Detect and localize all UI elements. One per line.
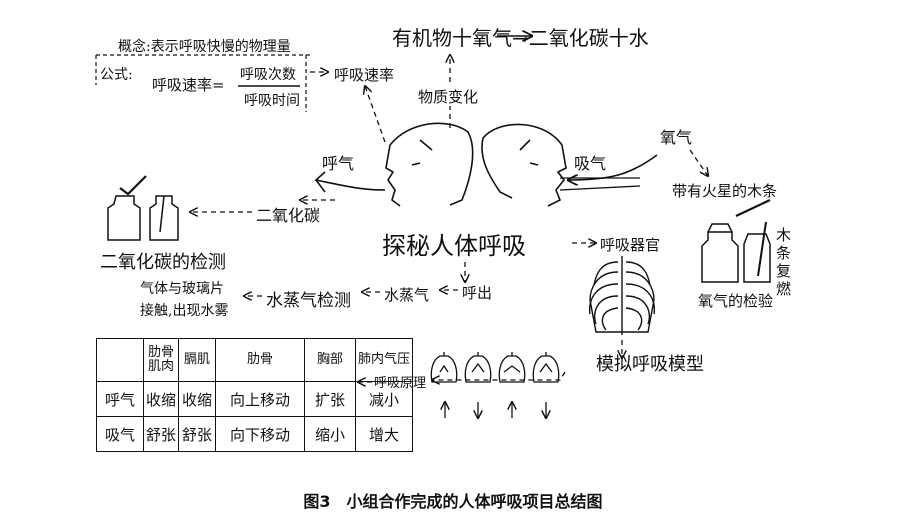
bell-jar-models-icon (430, 352, 560, 383)
water-vapor-test-label: 水蒸气检测 (266, 291, 351, 311)
arrow-model-to-principle (432, 371, 566, 380)
table-cell: 缩小 (304, 416, 356, 452)
concept-label: 概念:表示呼吸快慢的物理量 (118, 39, 291, 55)
exhaling-face-icon (385, 122, 474, 207)
table-row: 呼气 收缩 收缩 向上移动 扩张 减小 (96, 381, 413, 417)
arrow-exhale-stream (314, 171, 386, 193)
table-cell: 收缩 (178, 381, 216, 417)
table-header-cell: 肋骨 (215, 338, 305, 382)
oxygen-label: 氧气 (660, 128, 693, 147)
glowing-stick-label: 带有火星的木条 (672, 182, 778, 200)
table-cell: 增大 (355, 416, 413, 452)
table-header-cell: 肋骨肌肉 (143, 338, 179, 382)
table-header-row: 肋骨肌肉 膈肌 肋骨 胸部 肺内气压 (96, 338, 413, 382)
diaphragm-arrows (445, 402, 546, 418)
model-label: 模拟呼吸模型 (596, 354, 704, 375)
arrow-oxygen-to-stick (689, 149, 708, 176)
stick-relight-label: 木条复燃 (776, 226, 792, 298)
material-change-label: 物质变化 (418, 88, 479, 106)
formula-label: 公式: (100, 67, 133, 83)
center-title: 探秘人体呼吸 (382, 232, 526, 260)
glass-result-line2: 接触,出现水雾 (140, 303, 229, 319)
co2-test-bottles-icon (107, 175, 179, 241)
water-vapor-label: 水蒸气 (384, 286, 430, 304)
concept-box (95, 54, 310, 112)
co2-test-label: 二氧化碳的检测 (100, 252, 226, 273)
ribcage-icon (588, 256, 656, 335)
inhaling-face-icon (481, 123, 567, 207)
glass-result-line1: 气体与玻璃片 (140, 281, 224, 297)
table-cell: 向下移动 (215, 416, 305, 452)
table-cell: 向上移动 (215, 381, 305, 417)
co2-label: 二氧化碳 (256, 206, 321, 225)
arrow-to-formula (365, 86, 386, 143)
formula-result: 呼吸速率 (334, 66, 395, 84)
table-header-cell: 膈肌 (178, 338, 216, 382)
formula-numerator: 呼吸次数 (240, 67, 296, 83)
table-cell: 呼气 (96, 381, 144, 417)
oxygen-test-label: 氧气的检验 (698, 292, 774, 310)
arrow-oxygen-in (568, 154, 658, 180)
inhale-airflow (559, 177, 641, 191)
table-row: 吸气 舒张 舒张 向下移动 缩小 增大 (96, 416, 413, 452)
table-cell: 吸气 (96, 416, 144, 452)
respiratory-organ-label: 呼吸器官 (600, 236, 661, 254)
table-cell: 扩张 (304, 381, 356, 417)
table-header-cell: 胸部 (304, 338, 356, 382)
oxygen-test-jars-icon (701, 199, 771, 283)
formula-denominator: 呼吸时间 (244, 93, 300, 109)
exhale-label: 呼气 (322, 154, 355, 173)
table-cell: 舒张 (178, 416, 216, 452)
respiration-equation: 有机物十氧气→二氧化碳十水 (392, 26, 649, 50)
exhale-out-label: 呼出 (462, 284, 493, 302)
inhale-label: 吸气 (574, 154, 607, 173)
figure-caption: 图3 小组合作完成的人体呼吸项目总结图 (303, 492, 603, 511)
table-cell: 收缩 (143, 381, 179, 417)
table-cell: 减小 (355, 381, 413, 417)
breathing-table: 肋骨肌肉 膈肌 肋骨 胸部 肺内气压 呼气 收缩 收缩 向上移动 扩张 减小 吸… (96, 338, 413, 452)
table-cell: 舒张 (143, 416, 179, 452)
table-header-cell: 肺内气压 (355, 338, 413, 382)
table-header-cell (96, 338, 144, 382)
formula-lhs: 呼吸速率= (152, 76, 225, 94)
